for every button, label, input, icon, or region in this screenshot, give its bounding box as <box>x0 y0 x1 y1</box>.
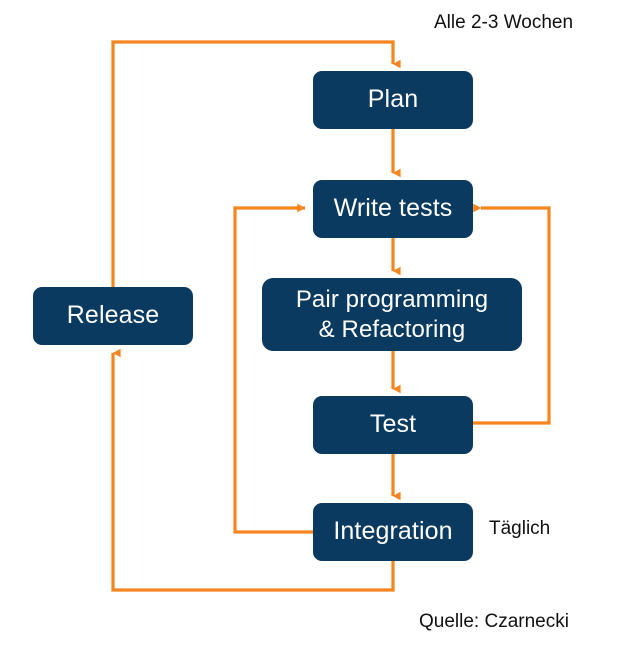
node-write-tests[interactable]: Write tests <box>313 180 473 238</box>
node-release[interactable]: Release <box>33 287 193 345</box>
node-release-label: Release <box>66 301 160 330</box>
node-write-tests-label: Write tests <box>333 194 453 223</box>
node-pair-programming-refactoring[interactable]: Pair programming & Refactoring <box>262 278 522 351</box>
node-pair-programming-label: Pair programming & Refactoring <box>295 285 489 343</box>
node-integration-label: Integration <box>333 517 453 546</box>
caption-source: Quelle: Czarnecki <box>419 611 569 632</box>
connector-test-to-write-tests <box>473 203 551 425</box>
node-test-label: Test <box>369 410 417 439</box>
node-integration[interactable]: Integration <box>313 503 473 561</box>
node-plan-label: Plan <box>367 85 419 114</box>
connector-integration-to-write-tests <box>233 203 313 534</box>
node-plan[interactable]: Plan <box>313 71 473 129</box>
connector-release-to-plan <box>111 40 401 287</box>
node-test[interactable]: Test <box>313 396 473 454</box>
connector-integration-to-release <box>111 348 395 592</box>
caption-iteration-cadence: Alle 2-3 Wochen <box>434 12 574 33</box>
caption-daily-cadence: Täglich <box>489 518 551 539</box>
